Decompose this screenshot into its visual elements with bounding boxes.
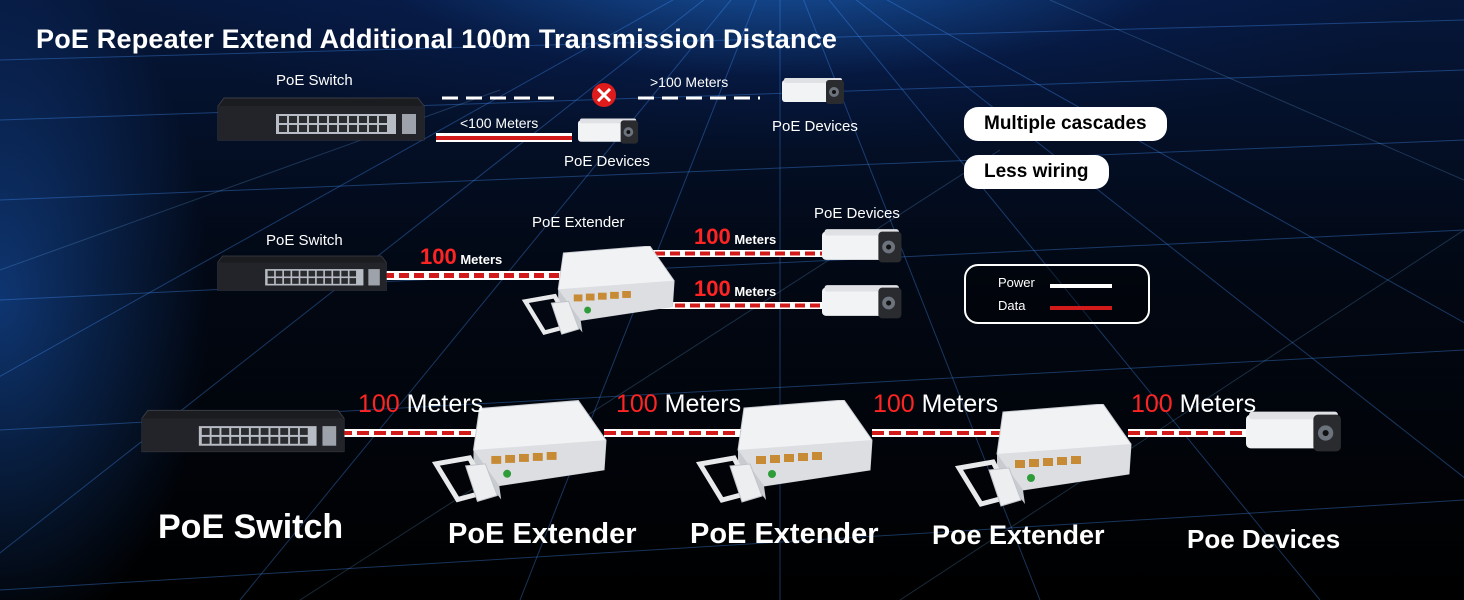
poe-switch-icon	[217, 255, 387, 291]
camera-icon	[578, 118, 639, 144]
poe-switch-icon	[217, 97, 425, 141]
cable-bottom-4	[1128, 429, 1252, 437]
middle-extender-label: PoE Extender	[532, 214, 625, 231]
distance-value: 100	[358, 390, 400, 418]
feature-multiple-cascades: Multiple cascades	[964, 107, 1167, 141]
top-far-distance-label: >100 Meters	[650, 74, 729, 90]
middle-link-1-distance: 100 Meters	[420, 244, 502, 270]
middle-switch-label: PoE Switch	[266, 232, 343, 249]
poe-extender-icon	[695, 400, 873, 503]
bottom-link-2-distance: 100 Meters	[616, 390, 741, 419]
top-near-distance-label: <100 Meters	[460, 115, 539, 131]
top-switch-label: PoE Switch	[276, 72, 353, 89]
distance-unit: Meters	[664, 390, 742, 418]
cable-bottom-1	[340, 429, 480, 437]
page-title: PoE Repeater Extend Additional 100m Tran…	[36, 24, 838, 54]
distance-unit: Meters	[921, 390, 999, 418]
camera-icon	[1246, 411, 1341, 452]
poe-extender-icon	[954, 404, 1132, 507]
cable-middle-2	[640, 250, 826, 257]
cable-bottom-2	[604, 429, 742, 437]
camera-icon	[822, 285, 902, 319]
top-near-device-label: PoE Devices	[564, 153, 650, 170]
legend-data-label: Data	[998, 298, 1026, 313]
bottom-link-3-distance: 100 Meters	[873, 390, 998, 419]
middle-link-2-distance: 100 Meters	[694, 224, 776, 250]
poe-switch-icon	[141, 409, 345, 453]
distance-value: 100	[694, 276, 731, 301]
cable-bottom-3	[872, 429, 1014, 437]
poe-extender-icon	[521, 246, 675, 336]
distance-unit: Meters	[406, 390, 484, 418]
bottom-link-4-distance: 100 Meters	[1131, 390, 1256, 419]
legend-power-label: Power	[998, 275, 1035, 290]
top-far-device-label: PoE Devices	[772, 118, 858, 135]
distance-value: 100	[420, 244, 457, 269]
middle-devices-label: PoE Devices	[814, 205, 900, 222]
bottom-extender-3-label: Poe Extender	[932, 520, 1105, 550]
bottom-switch-label: PoE Switch	[158, 508, 344, 546]
legend-power-swatch	[1050, 284, 1112, 288]
cable-middle-1	[384, 271, 562, 280]
legend-data-swatch	[1050, 306, 1112, 310]
distance-unit: Meters	[460, 252, 503, 267]
distance-value: 100	[616, 390, 658, 418]
distance-value: 100	[873, 390, 915, 418]
distance-value: 100	[1131, 390, 1173, 418]
distance-unit: Meters	[734, 232, 777, 247]
distance-unit: Meters	[1179, 390, 1257, 418]
not-supported-icon	[592, 83, 616, 107]
poe-extender-icon	[431, 400, 607, 503]
distance-value: 100	[694, 224, 731, 249]
bottom-link-1-distance: 100 Meters	[358, 390, 483, 419]
bottom-devices-label: Poe Devices	[1187, 524, 1341, 554]
camera-icon	[782, 78, 844, 104]
feature-less-wiring: Less wiring	[964, 155, 1109, 189]
camera-icon	[822, 229, 902, 263]
distance-unit: Meters	[734, 284, 777, 299]
cable-legend: Power Data	[964, 264, 1150, 324]
bottom-extender-2-label: PoE Extender	[690, 518, 879, 550]
bottom-extender-1-label: PoE Extender	[448, 518, 637, 550]
middle-link-3-distance: 100 Meters	[694, 276, 776, 302]
